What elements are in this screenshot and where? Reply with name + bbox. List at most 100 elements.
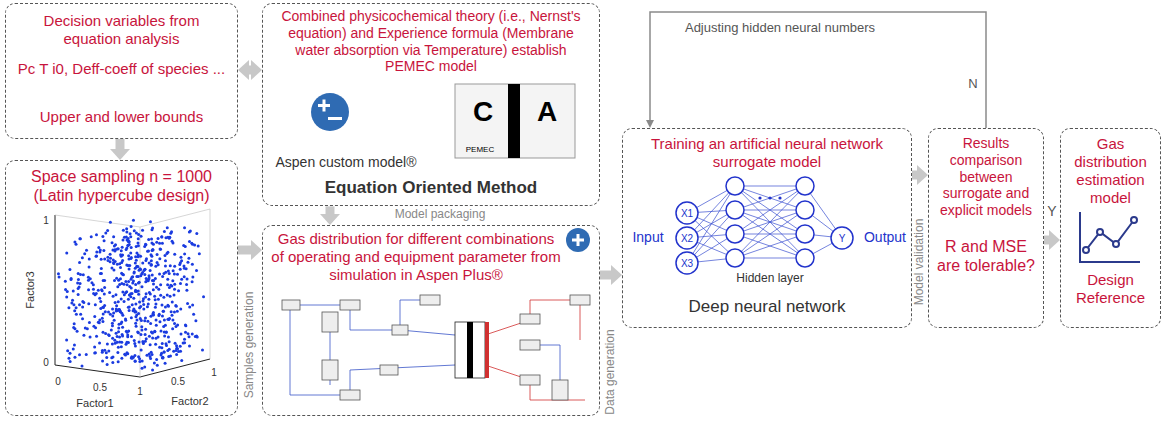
- scatter-plot-part: [191, 333, 194, 336]
- scatter-plot-part: [111, 307, 114, 310]
- box-text: Equation Oriented Method: [271, 178, 591, 198]
- scatter-plot-part: [173, 283, 176, 286]
- scatter-plot-part: [142, 303, 145, 306]
- aspen-flowsheet-part: [485, 365, 585, 400]
- scatter-plot-part: [104, 310, 107, 313]
- scatter-plot-part: [82, 334, 85, 337]
- scatter-plot-part: [161, 315, 164, 318]
- scatter-plot-part: [158, 272, 161, 275]
- scatter-plot-part: [155, 319, 158, 322]
- scatter-plot-part: [164, 306, 167, 309]
- scatter-plot-part: [127, 280, 130, 283]
- scatter-plot-part: [103, 349, 106, 352]
- scatter-plot-part: [148, 262, 151, 265]
- scatter-plot-part: [153, 361, 156, 364]
- scatter-plot-part: [127, 254, 130, 257]
- connector-label: Model packaging: [395, 208, 486, 221]
- axis-label: Factor3: [24, 271, 36, 308]
- scatter-plot-part: [81, 317, 84, 320]
- scatter-plot-part: [172, 269, 175, 272]
- scatter-plot-part: [111, 322, 114, 325]
- scatter-plot-part: [79, 313, 82, 316]
- scatter-plot-part: [134, 262, 137, 265]
- tick-label: 0: [55, 376, 61, 387]
- box-text: Pc T i0, Deff-coeff of species ...: [14, 60, 229, 78]
- scatter-plot-part: [117, 247, 120, 250]
- scatter-plot-part: [101, 235, 104, 238]
- scatter-plot-part: [127, 306, 130, 309]
- scatter-plot-part: [138, 340, 141, 343]
- scatter-plot-part: [140, 325, 143, 328]
- scatter-plot-part: [137, 331, 140, 334]
- scatter-plot-part: [141, 229, 144, 232]
- scatter-plot-part: [85, 353, 88, 356]
- scatter-plot-part: [92, 283, 95, 286]
- scatter-plot-part: [161, 342, 164, 345]
- scatter-plot-part: [158, 242, 161, 245]
- scatter-plot-part: [130, 278, 133, 281]
- box-text: Upper and lower bounds: [14, 108, 229, 126]
- aspen-flowsheet-part: [455, 322, 485, 378]
- scatter-plot-part: [117, 300, 120, 303]
- neural-network-figure-part: [744, 189, 797, 207]
- scatter-plot-part: [191, 276, 194, 279]
- scatter-plot-part: [81, 300, 84, 303]
- scatter-plot-part: [92, 292, 95, 295]
- scatter-plot-part: [65, 295, 68, 298]
- scatter-plot-part: [109, 257, 112, 260]
- scatter-plot-part: [87, 276, 90, 279]
- scatter-plot-part: [137, 237, 140, 240]
- scatter-plot-part: [145, 257, 148, 260]
- scatter-plot-part: [177, 350, 180, 353]
- electrode-letter: A: [537, 97, 557, 128]
- scatter-plot-part: [136, 265, 139, 268]
- scatter-plot-part: [202, 295, 205, 298]
- neural-network-figure-part: [744, 237, 797, 255]
- scatter-plot-part: [106, 259, 109, 262]
- neural-network-figure-part: [796, 249, 814, 267]
- scatter-plot-part: [78, 261, 81, 264]
- scatter-plot-part: [191, 263, 194, 266]
- scatter-plot-part: [87, 279, 90, 282]
- scatter-plot-part: [173, 293, 176, 296]
- scatter-plot-part: [150, 259, 153, 262]
- chart-icon-part: [1113, 241, 1119, 247]
- scatter-plot-part: [163, 230, 166, 233]
- scatter-plot-part: [99, 300, 102, 303]
- neural-network-figure-part: [676, 202, 698, 224]
- scatter-plot-part: [55, 215, 56, 365]
- scatter-plot-part: [102, 313, 105, 316]
- scatter-plot-part: [132, 280, 135, 283]
- scatter-plot-part: [101, 320, 104, 323]
- scatter-plot-part: [112, 295, 115, 298]
- scatter-plot-part: [137, 244, 140, 247]
- scatter-plot-part: [171, 314, 174, 317]
- aspen-plus-icon-part: [577, 234, 580, 246]
- scatter-plot-part: [163, 318, 166, 321]
- neural-network-figure-part: [796, 177, 814, 195]
- scatter-plot-part: [150, 253, 153, 256]
- scatter-plot-part: [144, 333, 147, 336]
- aspen-custom-model-icon: [311, 93, 349, 131]
- scatter-plot-part: [139, 317, 142, 320]
- scatter-plot-part: [72, 347, 75, 350]
- pemec-cell-icon: [455, 84, 575, 158]
- scatter-plot-part: [154, 277, 157, 280]
- scatter-plot-part: [127, 237, 130, 240]
- aspen-flowsheet-part: [570, 295, 590, 305]
- connector-label: Model validation: [913, 219, 926, 306]
- scatter-plot-part: [164, 264, 167, 267]
- scatter-plot-part: [140, 359, 210, 377]
- scatter-plot-part: [112, 261, 115, 264]
- neural-network-figure-part: [778, 196, 781, 199]
- scatter-plot-part: [143, 366, 146, 369]
- scatter-plot-part: [103, 286, 106, 289]
- scatter-plot-part: [163, 330, 166, 333]
- scatter-plot-part: [159, 283, 162, 286]
- neuron-label: Y: [839, 233, 846, 244]
- neural-network-figure-part: [741, 192, 798, 251]
- scatter-plot-part: [141, 262, 144, 265]
- scatter-plot-part: [173, 265, 176, 268]
- scatter-plot-part: [101, 289, 104, 292]
